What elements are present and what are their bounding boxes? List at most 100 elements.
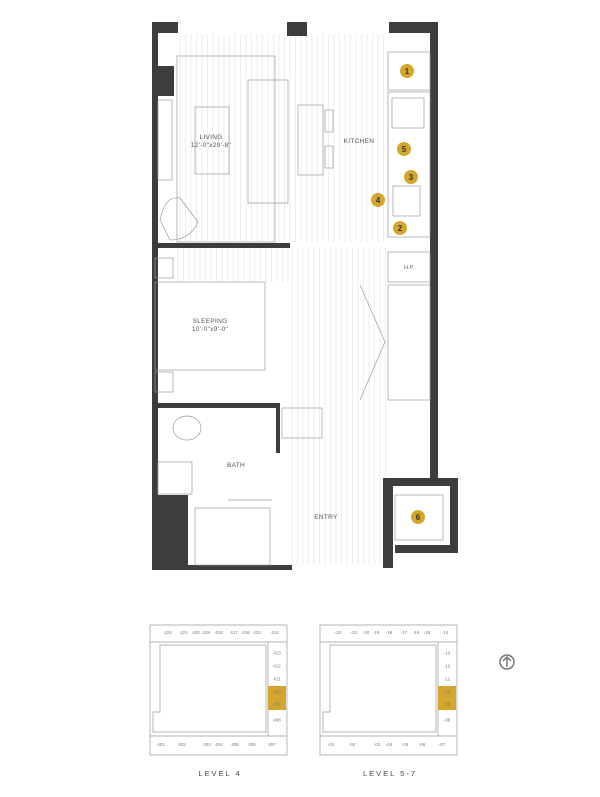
unit-label: -03 <box>374 742 381 747</box>
highlighted-unit <box>438 698 456 710</box>
cooktop <box>392 185 421 217</box>
badge-4[interactable]: 4 <box>371 193 385 207</box>
badge-number: 2 <box>398 224 403 233</box>
unit-label: 414 <box>271 630 279 635</box>
badge-5[interactable]: 5 <box>397 142 411 156</box>
unit-label: -13 <box>444 651 451 656</box>
unit-label: 406 <box>248 742 256 747</box>
room-name-hp: H.P. <box>404 265 414 271</box>
unit-label: -17 <box>401 630 408 635</box>
unit-label: 401 <box>157 742 165 747</box>
unit-label: -15 <box>424 630 431 635</box>
badge-number: 6 <box>416 513 421 522</box>
unit-label: 415 <box>253 630 261 635</box>
unit-label: 409 <box>273 702 281 707</box>
bathtub <box>194 507 271 566</box>
feature-badges: 1 2 3 4 5 6 <box>371 64 425 524</box>
highlighted-unit <box>268 686 286 698</box>
unit-label: 416 <box>242 630 250 635</box>
level-label: LEVEL 5-7 <box>363 769 417 778</box>
dining-table <box>297 104 324 176</box>
room-name-sleeping: SLEEPING <box>193 318 228 325</box>
badge-6[interactable]: 6 <box>411 510 425 524</box>
unit-label: 404 <box>215 742 223 747</box>
unit-label: -01 <box>328 742 335 747</box>
unit-label: 408 <box>273 718 281 723</box>
north-arrow-icon <box>499 654 515 670</box>
unit-label: -14 <box>442 630 449 635</box>
bed <box>154 281 266 371</box>
badge-1[interactable]: 1 <box>400 64 414 78</box>
unit-label: 418 <box>215 630 223 635</box>
stool <box>324 145 334 169</box>
living-rug <box>176 55 276 243</box>
linen-closet <box>281 407 323 439</box>
walls <box>152 22 458 570</box>
closet <box>387 284 431 401</box>
unit-label: -06 <box>419 742 426 747</box>
kitchen-counter <box>387 91 431 238</box>
unit-label: -20 <box>363 630 370 635</box>
room-size-sleeping: 10'-0"x9'-0" <box>192 326 229 333</box>
badge-number: 1 <box>405 67 410 76</box>
unit-label: -11 <box>444 677 451 682</box>
unit-label: -21 <box>351 630 358 635</box>
badge-3[interactable]: 3 <box>404 170 418 184</box>
unit-label: -05 <box>402 742 409 747</box>
nightstand <box>154 371 174 393</box>
badge-number: 3 <box>409 173 414 182</box>
room-name-bath: BATH <box>227 462 245 469</box>
room-name-kitchen: KITCHEN <box>344 138 375 145</box>
unit-label: 420 <box>192 630 200 635</box>
unit-label: 413 <box>273 651 281 656</box>
media-console <box>157 99 173 181</box>
hp-closet <box>387 251 431 283</box>
key-plan-level: -22 -21 -20-19 -18 -17 -16 -15 -14 -13 -12 -11 -10 -… <box>319 624 458 778</box>
sofa <box>247 79 289 204</box>
room-labels: LIVING 12'-0"x20'-8" KITCHEN SLEEPING 10… <box>191 134 415 521</box>
level-label: LEVEL 4 <box>198 769 241 778</box>
room-size-living: 12'-0"x20'-8" <box>191 142 232 149</box>
unit-label: 419 <box>202 630 210 635</box>
room-name-entry: ENTRY <box>314 514 338 521</box>
armchair <box>159 197 199 241</box>
unit-label: 410 <box>273 690 281 695</box>
vanity <box>157 461 193 495</box>
fixtures <box>154 51 444 566</box>
badge-number: 4 <box>376 196 381 205</box>
unit-label: 411 <box>273 677 281 682</box>
unit-label: 407 <box>268 742 276 747</box>
unit-label: 402 <box>178 742 186 747</box>
unit-label: -09 <box>444 702 451 707</box>
refrigerator <box>387 51 431 91</box>
unit-label: -12 <box>444 664 451 669</box>
floor-pattern <box>177 34 386 565</box>
unit-label: -10 <box>444 690 451 695</box>
unit-label: 412 <box>273 664 281 669</box>
kitchen-sink <box>391 97 425 129</box>
toilet <box>172 415 202 441</box>
unit-label: 403 <box>203 742 211 747</box>
unit-label: -18 <box>386 630 393 635</box>
unit-label: 422 <box>164 630 172 635</box>
unit-label: -19 <box>373 630 380 635</box>
unit-label: 417 <box>230 630 238 635</box>
nightstand <box>154 257 174 279</box>
unit-label: -08 <box>444 718 451 723</box>
coffee-table <box>194 106 230 175</box>
badge-2[interactable]: 2 <box>393 221 407 235</box>
room-name-living: LIVING <box>199 134 222 141</box>
highlighted-unit <box>438 686 456 698</box>
unit-label: 405 <box>231 742 239 747</box>
unit-label: -07 <box>439 742 446 747</box>
unit-label: -02 <box>349 742 356 747</box>
unit-label: -04 <box>386 742 393 747</box>
stool <box>324 109 334 133</box>
unit-label: -16 <box>413 630 420 635</box>
badge-number: 5 <box>402 145 407 154</box>
unit-label: -22 <box>335 630 342 635</box>
highlighted-unit <box>268 698 286 710</box>
